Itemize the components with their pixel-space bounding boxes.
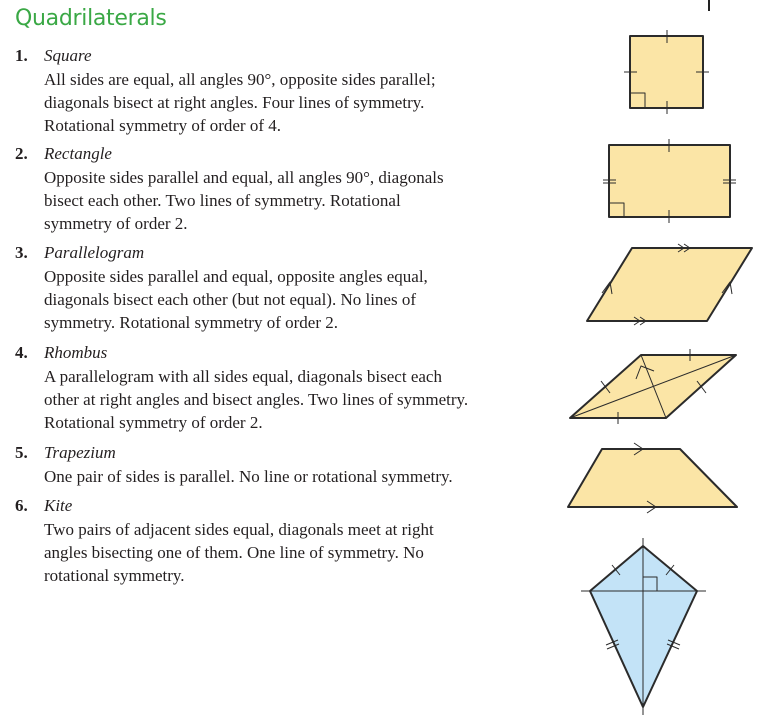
kite-diagram (581, 538, 706, 715)
item-line: One pair of sides is parallel. No line o… (44, 467, 453, 486)
item-number: 1. (15, 46, 28, 65)
trapezium-diagram (567, 442, 738, 514)
item-line: Rotational symmetry of order of 4. (44, 116, 282, 135)
item-line: symmetry of order 2. (44, 214, 188, 233)
page-edge-mark (708, 0, 710, 11)
item-number: 3. (15, 243, 28, 262)
item-line: Opposite sides parallel and equal, oppos… (44, 267, 428, 286)
item-name: Rectangle (44, 144, 112, 163)
item-name: Parallelogram (44, 243, 145, 262)
square-diagram (624, 30, 709, 114)
rectangle-diagram (603, 139, 736, 223)
item-name: Kite (44, 496, 73, 515)
item-line: Two pairs of adjacent sides equal, diago… (44, 520, 434, 539)
rhombus-diagram (569, 349, 737, 424)
item-name: Square (44, 46, 92, 65)
item-line: bisect each other. Two lines of symmetry… (44, 191, 401, 210)
item-line: other at right angles and bisect angles.… (44, 390, 469, 409)
page-title: Quadrilaterals (15, 6, 167, 31)
item-line: A parallelogram with all sides equal, di… (44, 367, 442, 386)
item-number: 6. (15, 496, 28, 515)
parallelogram-diagram (586, 243, 753, 326)
item-name: Trapezium (44, 443, 116, 462)
item-line: Opposite sides parallel and equal, all a… (44, 168, 444, 187)
item-number: 4. (15, 343, 28, 362)
item-line: rotational symmetry. (44, 566, 185, 585)
item-name: Rhombus (44, 343, 108, 362)
item-line: diagonals bisect each other (but not equ… (44, 290, 416, 309)
item-number: 5. (15, 443, 28, 462)
item-line: diagonals bisect at right angles. Four l… (44, 93, 425, 112)
item-line: symmetry. Rotational symmetry of order 2… (44, 313, 338, 332)
item-line: All sides are equal, all angles 90°, opp… (44, 70, 436, 89)
item-number: 2. (15, 144, 28, 163)
item-line: Rotational symmetry of order 2. (44, 413, 263, 432)
item-line: angles bisecting one of them. One line o… (44, 543, 424, 562)
